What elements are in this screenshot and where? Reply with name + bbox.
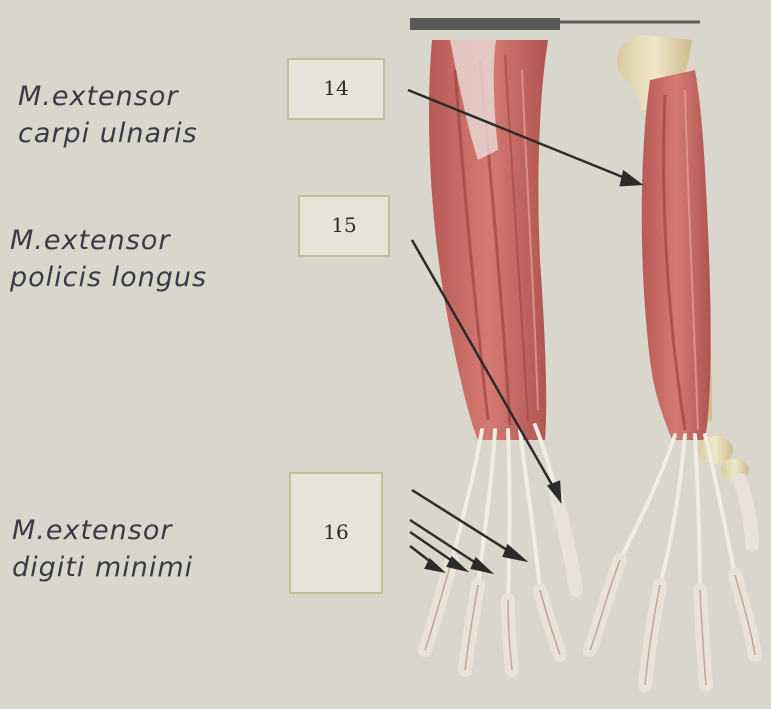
right-forearm (590, 35, 755, 685)
label-box-15: 15 (298, 195, 390, 257)
label-15-line2: policis longus (10, 259, 207, 296)
label-16-line1: M.extensor (12, 512, 193, 549)
handwritten-label-14: M.extensor carpi ulnaris (18, 78, 198, 152)
left-forearm (425, 40, 576, 670)
handwritten-label-15: M.extensor policis longus (10, 222, 207, 296)
label-number-15: 15 (300, 213, 388, 237)
label-16-line2: digiti minimi (12, 549, 193, 586)
label-number-14: 14 (289, 76, 383, 100)
scale-bar (410, 18, 700, 30)
label-box-16: 16 (289, 472, 383, 594)
handwritten-label-16: M.extensor digiti minimi (12, 512, 193, 586)
label-14-line2: carpi ulnaris (18, 115, 198, 152)
label-number-16: 16 (291, 520, 381, 544)
label-15-line1: M.extensor (10, 222, 207, 259)
label-14-line1: M.extensor (18, 78, 198, 115)
extensor-carpi-ulnaris-muscle (642, 70, 711, 440)
label-box-14: 14 (287, 58, 385, 120)
